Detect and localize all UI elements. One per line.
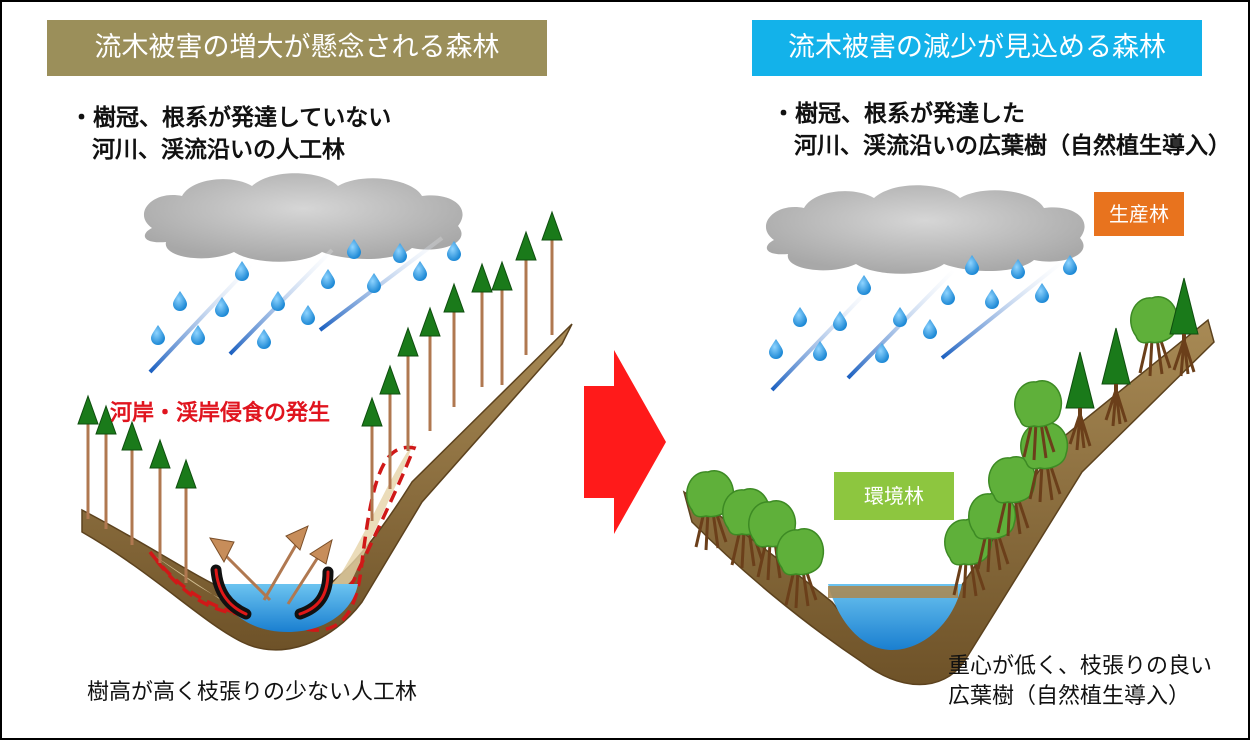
- right-bullet: ・樹冠、根系が発達した 河川、渓流沿いの広葉樹（自然植生導入）: [772, 98, 1231, 162]
- right-cloud: [765, 185, 1085, 274]
- left-bullet-line1: ・樹冠、根系が発達していない: [70, 105, 392, 131]
- right-rain-streaks: [770, 260, 1064, 392]
- right-bullet-line2: 河川、渓流沿いの広葉樹（自然植生導入）: [794, 133, 1231, 159]
- left-falling-trees: [209, 525, 333, 605]
- left-cloud: [143, 173, 463, 262]
- left-caption: 樹高が高く枝張りの少ない人工林: [87, 680, 418, 705]
- right-water: [828, 584, 962, 650]
- transition-arrow: [584, 350, 666, 534]
- production-forest-tag: 生産林: [1094, 192, 1184, 236]
- right-banner: 流木被害の減少が見込める森林: [752, 20, 1202, 76]
- right-riverbank-strip: [828, 586, 958, 598]
- environment-forest-tag: 環境林: [834, 472, 954, 520]
- erosion-label: 河岸・渓岸侵食の発生: [110, 401, 331, 426]
- left-erosion-curved-arrows: [210, 564, 334, 620]
- right-caption: 重心が低く、枝張りの良い 広葉樹（自然植生導入）: [948, 652, 1212, 712]
- left-bullet-line2: 河川、渓流沿いの人工林: [92, 137, 345, 163]
- left-erosion-zone: [152, 442, 414, 617]
- right-broadleaf-trees: [685, 295, 1179, 610]
- right-bullet-line1: ・樹冠、根系が発達した: [772, 101, 1025, 127]
- left-banner: 流木被害の増大が懸念される森林: [47, 20, 547, 76]
- right-caption-line2: 広葉樹（自然植生導入）: [948, 684, 1191, 709]
- left-bullet: ・樹冠、根系が発達していない 河川、渓流沿いの人工林: [70, 102, 391, 166]
- right-caption-line1: 重心が低く、枝張りの良い: [948, 654, 1213, 679]
